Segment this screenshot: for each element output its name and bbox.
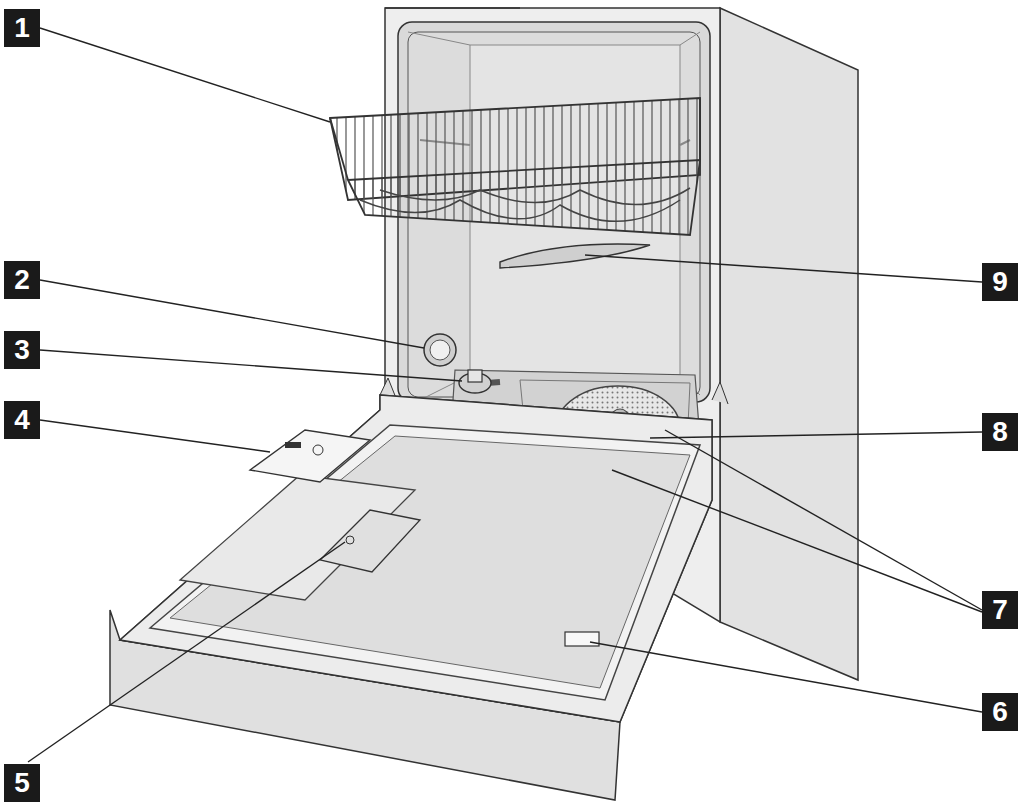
side-panel	[720, 8, 858, 680]
leader-line	[40, 280, 424, 348]
upper-spray-arm	[500, 244, 650, 268]
leader-line	[40, 350, 462, 381]
callout-number: 4	[4, 401, 40, 439]
callout-number: 2	[4, 261, 40, 299]
detergent-dispenser	[320, 510, 420, 572]
rinse-aid-dispenser	[250, 430, 370, 482]
callout-number: 5	[4, 764, 40, 802]
leader-line	[28, 542, 345, 762]
leader-line	[590, 642, 982, 712]
leader-line	[40, 420, 270, 452]
rating-plate	[565, 632, 599, 646]
leader-line	[665, 430, 982, 610]
callout-number: 8	[982, 413, 1018, 451]
leader-line	[612, 470, 982, 612]
callout-number: 9	[982, 263, 1018, 301]
inlet-nozzle	[424, 334, 456, 366]
leader-line	[40, 28, 330, 122]
leader-line	[650, 432, 982, 438]
callout-number: 7	[982, 591, 1018, 629]
callout-number: 1	[4, 9, 40, 47]
callout-number: 6	[982, 693, 1018, 731]
leader-line	[585, 255, 982, 282]
callout-number: 3	[4, 331, 40, 369]
